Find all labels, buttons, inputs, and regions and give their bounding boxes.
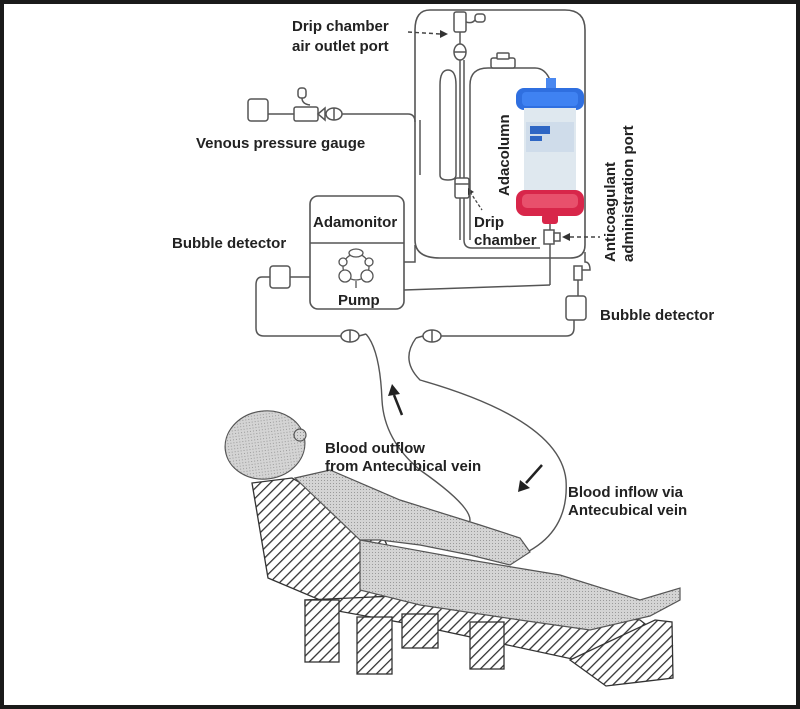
label-adacolumn: Adacolumn	[496, 114, 513, 196]
label-pump: Pump	[338, 292, 380, 309]
pump-icon	[338, 248, 374, 288]
inflow-arrow	[518, 464, 543, 492]
label-blood-outflow-2: from Antecubical vein	[325, 458, 482, 475]
label-bubble-detector-right: Bubble detector	[600, 307, 715, 324]
pump-to-column-tubing	[403, 245, 551, 291]
anticoagulant-port	[543, 224, 561, 285]
label-drip-chamber-air-outlet-2: air outlet port	[292, 38, 389, 55]
adamonitor-enclosure	[414, 9, 586, 259]
label-blood-outflow-1: Blood outflow	[325, 440, 425, 457]
air-outlet-port	[453, 11, 486, 61]
line-connectors	[330, 329, 450, 343]
dashed-arrow-air-outlet	[407, 30, 448, 38]
dashed-arrow-anticoagulant	[562, 233, 600, 241]
label-drip-chamber-2: chamber	[474, 232, 537, 249]
label-anticoagulant-1: Anticoagulant	[602, 162, 619, 262]
label-venous-pressure-gauge: Venous pressure gauge	[196, 135, 366, 152]
column-inlet-tubing	[469, 52, 551, 240]
tubing-loop	[419, 60, 465, 181]
circuit-drawing	[224, 9, 681, 687]
patient-figure	[224, 410, 681, 631]
drip-chamber	[454, 177, 540, 249]
label-bubble-detector-left: Bubble detector	[172, 235, 287, 252]
label-blood-inflow-2: Antecubical vein	[568, 502, 688, 519]
bubble-detector-right	[450, 252, 591, 337]
diagram-canvas: Drip chamber air outlet port Venous pres…	[4, 4, 796, 705]
venous-pressure-gauge	[247, 87, 416, 123]
adacolumn-device	[516, 78, 584, 224]
label-anticoagulant-2: administration port	[620, 125, 637, 262]
outflow-arrow	[388, 384, 404, 416]
label-adamonitor: Adamonitor	[313, 214, 398, 231]
label-drip-chamber-1: Drip	[474, 214, 504, 231]
label-blood-inflow-1: Blood inflow via	[568, 484, 683, 501]
bubble-detector-left	[255, 265, 330, 337]
label-drip-chamber-air-outlet-1: Drip chamber	[292, 18, 389, 35]
